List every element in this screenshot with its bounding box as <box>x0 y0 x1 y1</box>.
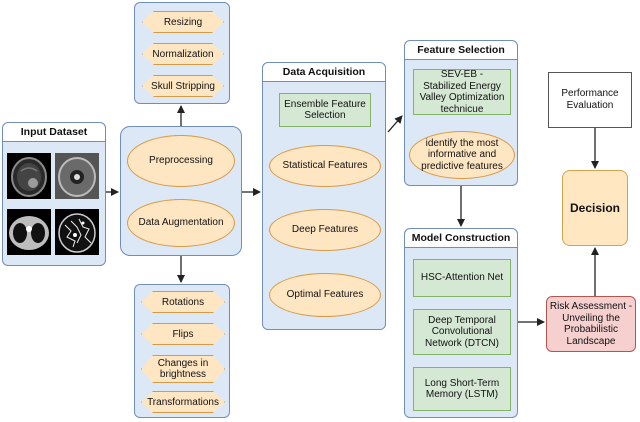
ct-scan-thumbnail <box>7 209 51 255</box>
optimal-features-ellipse: Optimal Features <box>269 273 381 317</box>
hsc-attention-net-box: HSC-Attention Net <box>413 259 511 297</box>
step-flips: Flips <box>141 323 225 345</box>
processed-scan-thumbnail <box>55 209 99 255</box>
preprocessing-ellipse: Preprocessing <box>127 135 235 187</box>
input-dataset-title: Input Dataset <box>3 123 105 142</box>
step-skull-stripping: Skull Stripping <box>142 75 224 97</box>
feature-selection-panel: Feature Selection SEV-EB - Stabilized En… <box>404 40 518 186</box>
dtcn-box: Deep Temporal Convolutional Network (DTC… <box>413 309 511 355</box>
model-construction-title: Model Construction <box>405 229 517 248</box>
step-transformations: Transformations <box>141 391 225 413</box>
feature-selection-title: Feature Selection <box>405 41 517 60</box>
statistical-features-ellipse: Statistical Features <box>269 145 381 187</box>
preprocess-steps-panel: Resizing Normalization Skull Stripping <box>134 2 230 104</box>
step-normalization: Normalization <box>142 43 224 65</box>
performance-evaluation-box: Performance Evaluation <box>548 72 632 128</box>
decision-box: Decision <box>562 170 628 246</box>
step-resizing: Resizing <box>142 11 224 33</box>
step-rotations: Rotations <box>141 291 225 313</box>
lstm-box: Long Short-Term Memory (LSTM) <box>413 367 511 411</box>
risk-assessment-box: Risk Assessment - Unveiling the Probabil… <box>546 296 636 352</box>
step-changes-in-brightness: Changes in brightness <box>141 355 225 383</box>
sev-eb-box: SEV-EB - Stabilized Energy Valley Optimi… <box>413 69 511 115</box>
mri-scan-thumbnail-2 <box>55 153 99 199</box>
mri-scan-thumbnail-1 <box>7 153 51 199</box>
deep-features-ellipse: Deep Features <box>269 209 381 251</box>
processing-panel: Preprocessing Data Augmentation <box>120 126 242 256</box>
ensemble-feature-selection-box: Ensemble Feature Selection <box>279 93 371 127</box>
informative-features-ellipse: identify the most informative and predic… <box>409 131 515 179</box>
data-augmentation-ellipse: Data Augmentation <box>127 199 235 247</box>
input-dataset-panel: Input Dataset <box>2 122 106 266</box>
data-acquisition-panel: Data Acquisition Ensemble Feature Select… <box>262 62 386 330</box>
augmentation-steps-panel: Rotations Flips Changes in brightness Tr… <box>134 284 230 418</box>
model-construction-panel: Model Construction HSC-Attention Net Dee… <box>404 228 518 418</box>
data-acquisition-title: Data Acquisition <box>263 63 385 82</box>
